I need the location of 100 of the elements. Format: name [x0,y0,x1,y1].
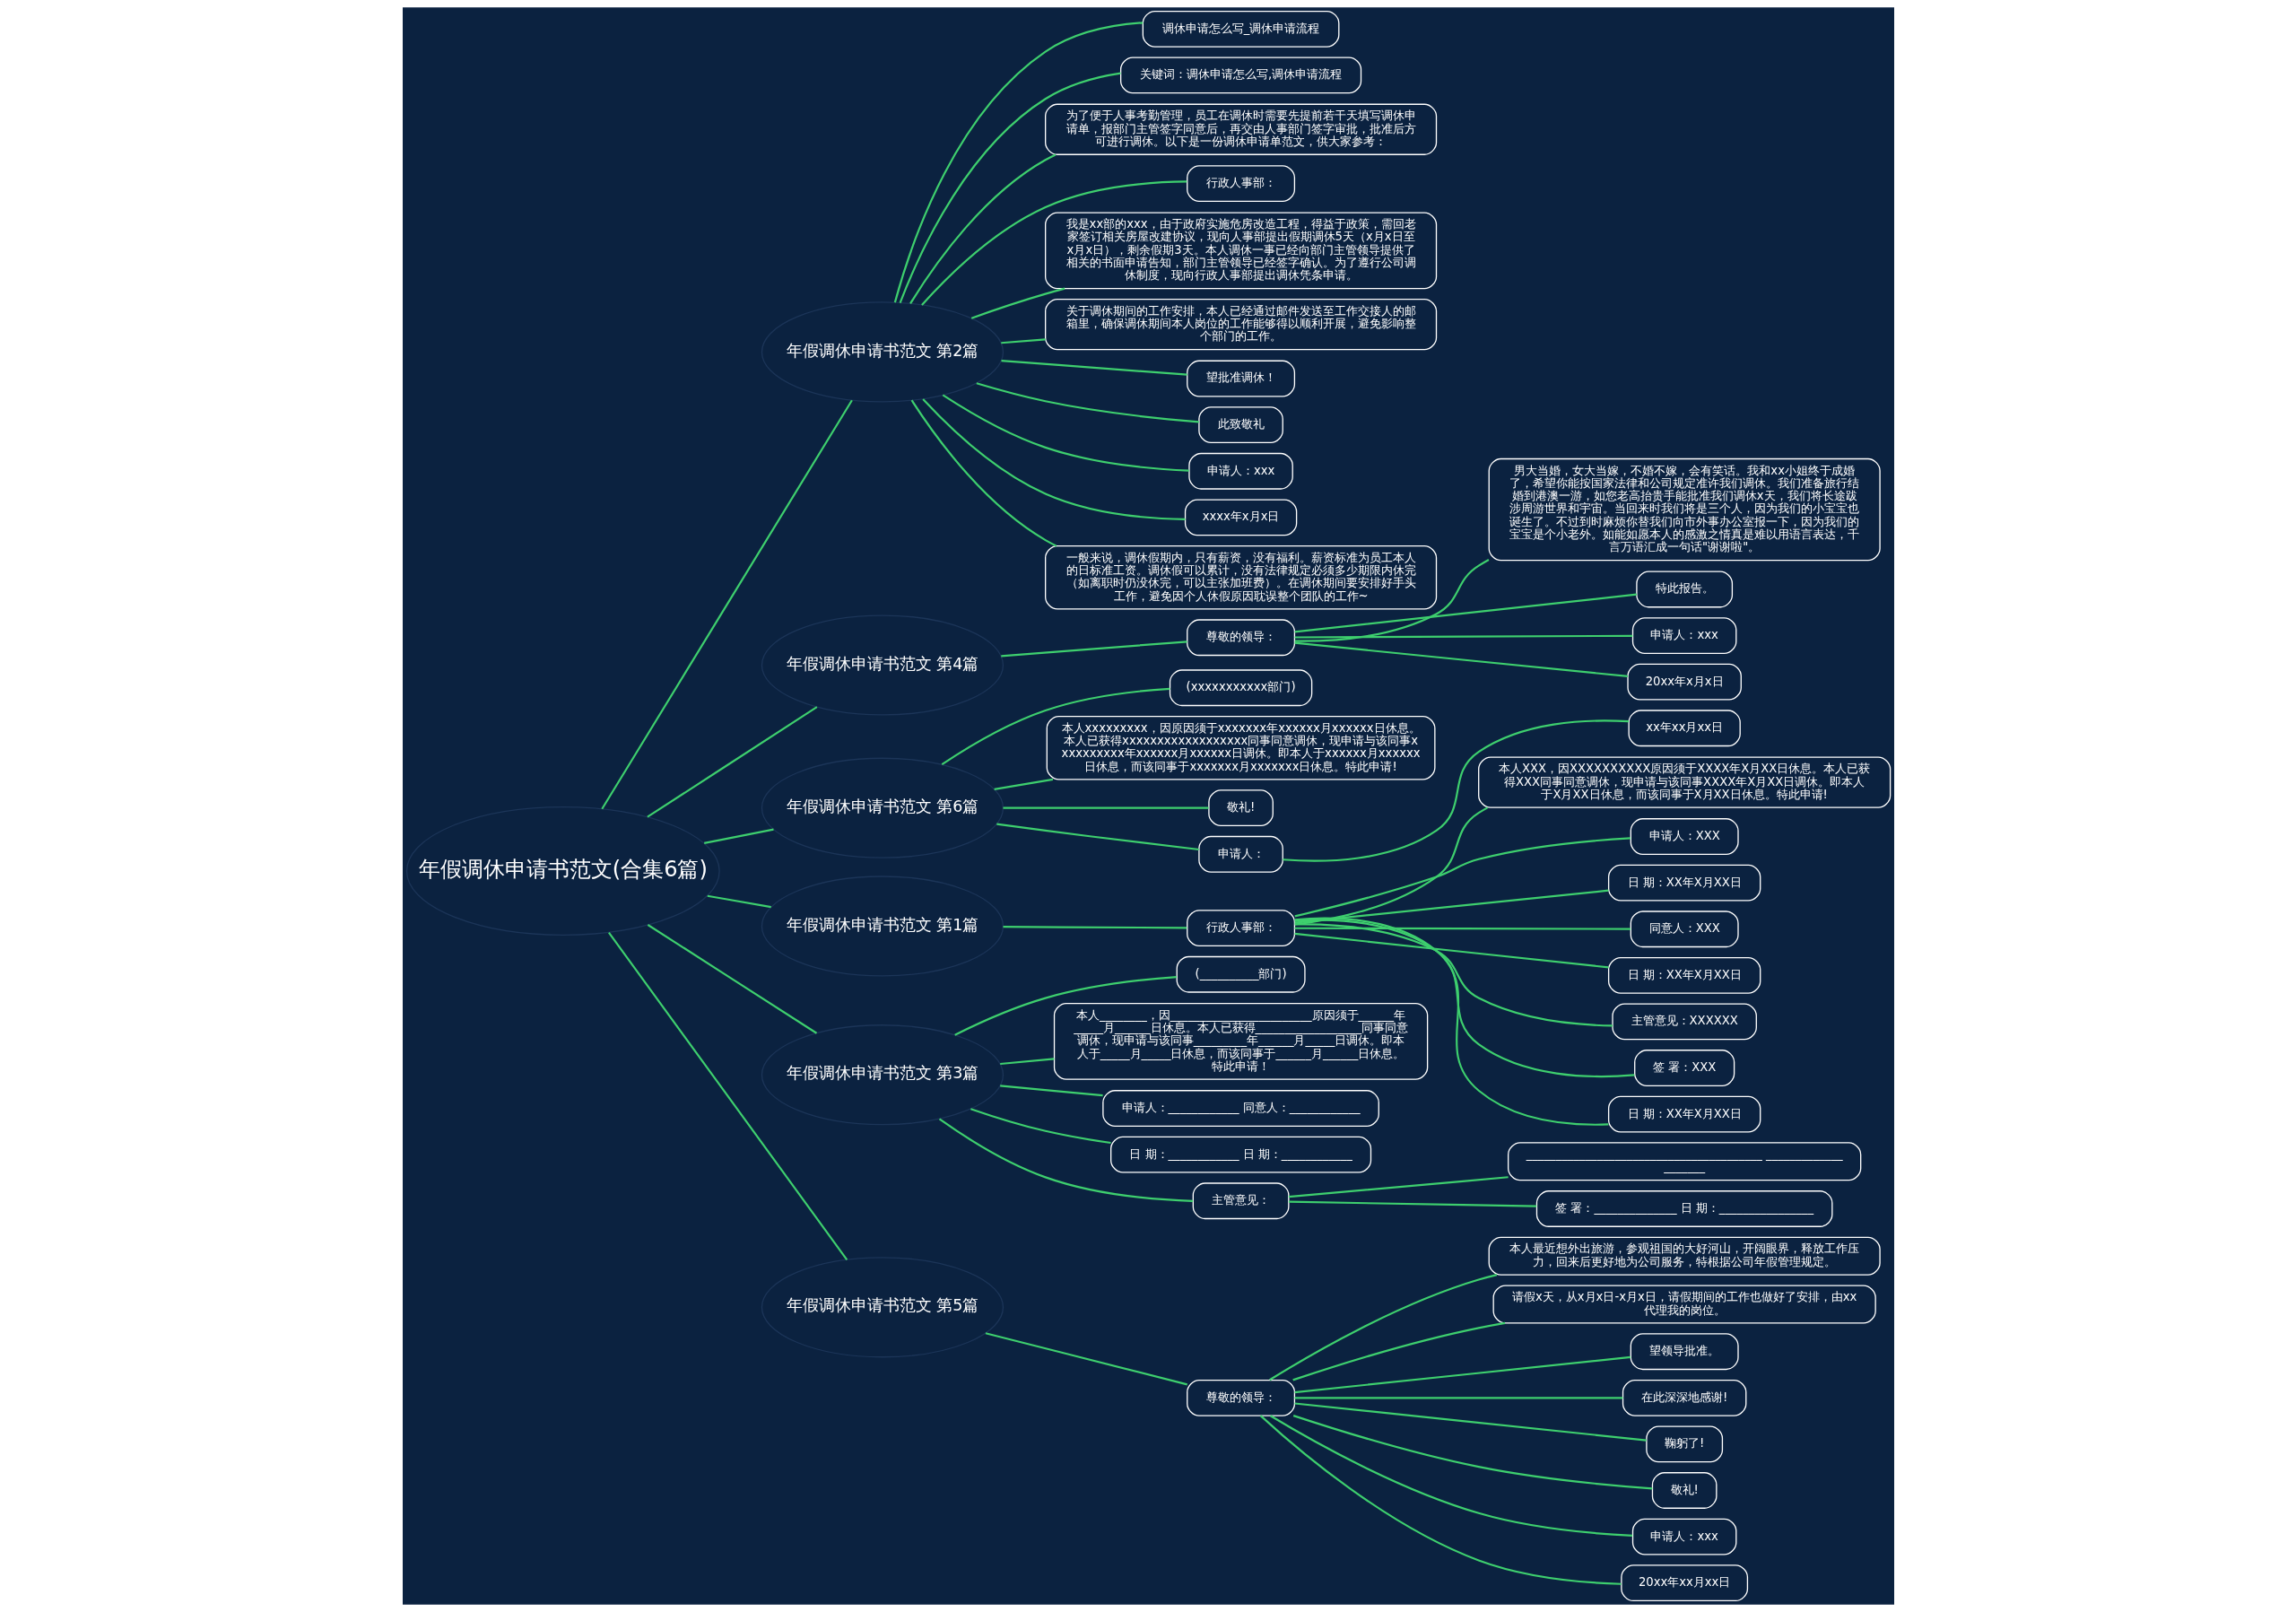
connector [1293,889,1609,924]
connector [1288,1176,1509,1198]
connector [646,706,817,818]
connector [953,975,1177,1036]
node-box: 为了便于人事考勤管理，员工在调休时需要先提前若干天填写调休申请单，报部门主管签字同意后，再交由人事部门签字审批，批准后方可进行调休。以下是一份调休申请单范文，供大家参考： [1044,103,1437,155]
node-box: 望领导批准。 [1630,1333,1739,1371]
connector [1294,634,1632,639]
connector [1294,1397,1622,1399]
connector [938,1118,1193,1202]
node-box: 在此深深地感谢! [1622,1379,1746,1416]
connector [920,180,1187,306]
connector [970,287,1065,319]
connector [999,1085,1103,1097]
connector [942,394,1189,472]
node-box: 日 期：XX年X月XX日 [1607,864,1761,902]
node-box: (xxxxxxxxxxx部门) [1169,669,1312,707]
connector [1292,1321,1505,1381]
node-box: 主管意见： [1192,1182,1289,1220]
connector [647,924,817,1034]
connector [1000,640,1187,658]
node-box: 申请人：XXX [1630,818,1739,855]
node-box: 20xx年xx月xx日 [1620,1564,1748,1602]
connector [1269,1415,1632,1537]
connector [600,399,853,810]
node-box: 日 期：XX年X月XX日 [1607,956,1761,994]
node-box: 请假x天，从x月x日-x月x日，请假期间的工作也做好了安排，由xx代理我的岗位。 [1492,1285,1876,1324]
node-box: 签 署：______________ 日 期：________________ [1535,1190,1832,1227]
connector [1003,926,1187,929]
connector [1000,360,1187,376]
connector [899,72,1121,303]
connector [1294,559,1489,642]
node-box: 本人XXX，因XXXXXXXXXX原因须于XXXX年X月XX日休息。本人已获得XXX同事同意调休，现申请与该同事XXXX年X月XX日调休。即本人于X月XX日休息，而该同事于X月XX日休息。特此申请! [1477,756,1891,808]
node-box: 关于调休期间的工作安排，本人已经通过邮件发送至工作交接人的邮箱里，确保调休期间本人岗位的工作能够得以顺利开展，避免影响整个部门的工作。 [1044,299,1437,351]
node-box: (__________部门) [1176,955,1306,993]
node-box: 行政人事部： [1186,910,1295,947]
connector [1003,806,1209,809]
node-box: 尊敬的领导： [1186,619,1295,657]
node-box: 行政人事部： [1186,165,1295,203]
node-ellipse: 年假调休申请书范文 第6篇 [761,757,1004,858]
node-box: 申请人：xxx [1187,452,1293,490]
connector [910,399,1057,547]
connector [1294,837,1631,918]
node-box: 申请人： [1197,835,1283,873]
node-box: 关键词：调休申请怎么写,调休申请流程 [1119,57,1361,94]
node-box: 签 署：XXX [1633,1050,1735,1086]
node-box: xxxx年x月x日 [1184,499,1297,536]
node-ellipse: 年假调休申请书范文 第2篇 [761,301,1004,403]
node-box: 本人xxxxxxxxx，因原因须于xxxxxxx年xxxxxx月xxxxxx日休息。本人已获得xxxxxxxxxxxxxxxxxx同事同意调休，现申请与该同事xxxxxxxxxx年xxxxxx月xxxxxx日调休。即本人于xxxxxx月xxxxxx日休息，而该同事于xxxxxxx月xxxxxxx日休息。特此申请! [1046,715,1435,780]
connector [707,894,771,909]
node-box: 同意人：XXX [1630,911,1739,948]
connector [703,828,774,844]
connector [1000,338,1046,344]
node-box: 敬礼! [1207,789,1274,827]
node-box: 申请人：xxx [1631,1518,1736,1555]
node-box: 日 期：XX年X月XX日 [1607,1095,1761,1133]
node-box: xx年xx月xx日 [1627,710,1741,747]
node-box: 鞠躬了! [1645,1425,1723,1463]
connector [1294,923,1613,1027]
node-box: ________________________________________ ____________________ [1507,1142,1861,1181]
connector [607,931,848,1260]
node-box: 20xx年x月x日 [1626,663,1742,701]
connector [1293,917,1608,1126]
node-ellipse: 年假调休申请书范文 第5篇 [761,1257,1004,1358]
connector [1282,719,1629,862]
connector [1293,641,1628,678]
node-ellipse: 年假调休申请书范文 第3篇 [761,1024,1004,1126]
connector [996,823,1199,851]
connector [1293,1355,1631,1394]
node-ellipse: 年假调休申请书范文 第1篇 [761,876,1004,977]
node-box: 申请人：____________ 同意人：____________ [1101,1090,1379,1127]
connector [999,1058,1054,1066]
connector [909,153,1056,304]
connector [1268,1274,1497,1381]
connector [1292,1415,1652,1490]
node-box: 敬礼! [1651,1472,1717,1509]
connector [941,687,1170,766]
connector [970,1108,1111,1145]
connector [976,382,1199,423]
node-box: 本人最近想外出旅游，参观祖国的大好河山，开阔眼界，释放工作压力，回来后更好地为公司服务，特根据公司年假管理规定。 [1488,1236,1881,1276]
node-box: 日 期：____________ 日 期：____________ [1109,1136,1371,1173]
connector [993,778,1053,790]
connector [1259,1415,1622,1585]
connector [1288,1200,1536,1207]
node-box: 主管意见：XXXXXX [1611,1003,1757,1041]
node-box: 特此报告。 [1635,571,1733,608]
node-box: 望批准调休！ [1186,360,1295,397]
connector [1294,927,1631,930]
node-box: 尊敬的领导： [1186,1379,1295,1416]
node-box: 调休申请怎么写_调休申请流程 [1142,10,1339,48]
connector [1293,1402,1647,1442]
connector [1293,932,1609,969]
connector [1293,593,1637,633]
node-box: 此致敬礼 [1197,406,1283,444]
connector [985,1332,1187,1386]
node-ellipse: 年假调休申请书范文 第4篇 [761,614,1004,716]
node-ellipse: 年假调休申请书范文(合集6篇) [405,806,720,936]
node-box: 我是xx部的xxx，由于政府实施危房改造工程，得益于政策，需回老家签订相关房屋改建协议，现向人事部提出假期调休5天（x月x日至x月x日），剩余假期3天。本人调休一事已经向部门主管领导提供了相关的书面申请告知，部门主管领导已经签字确认。为了遵行公司调休制度，现向行政人事部提出调休凭条申请。 [1044,212,1437,290]
node-box: 申请人：xxx [1631,617,1736,654]
connector [921,398,1186,520]
connector [1294,919,1634,1078]
